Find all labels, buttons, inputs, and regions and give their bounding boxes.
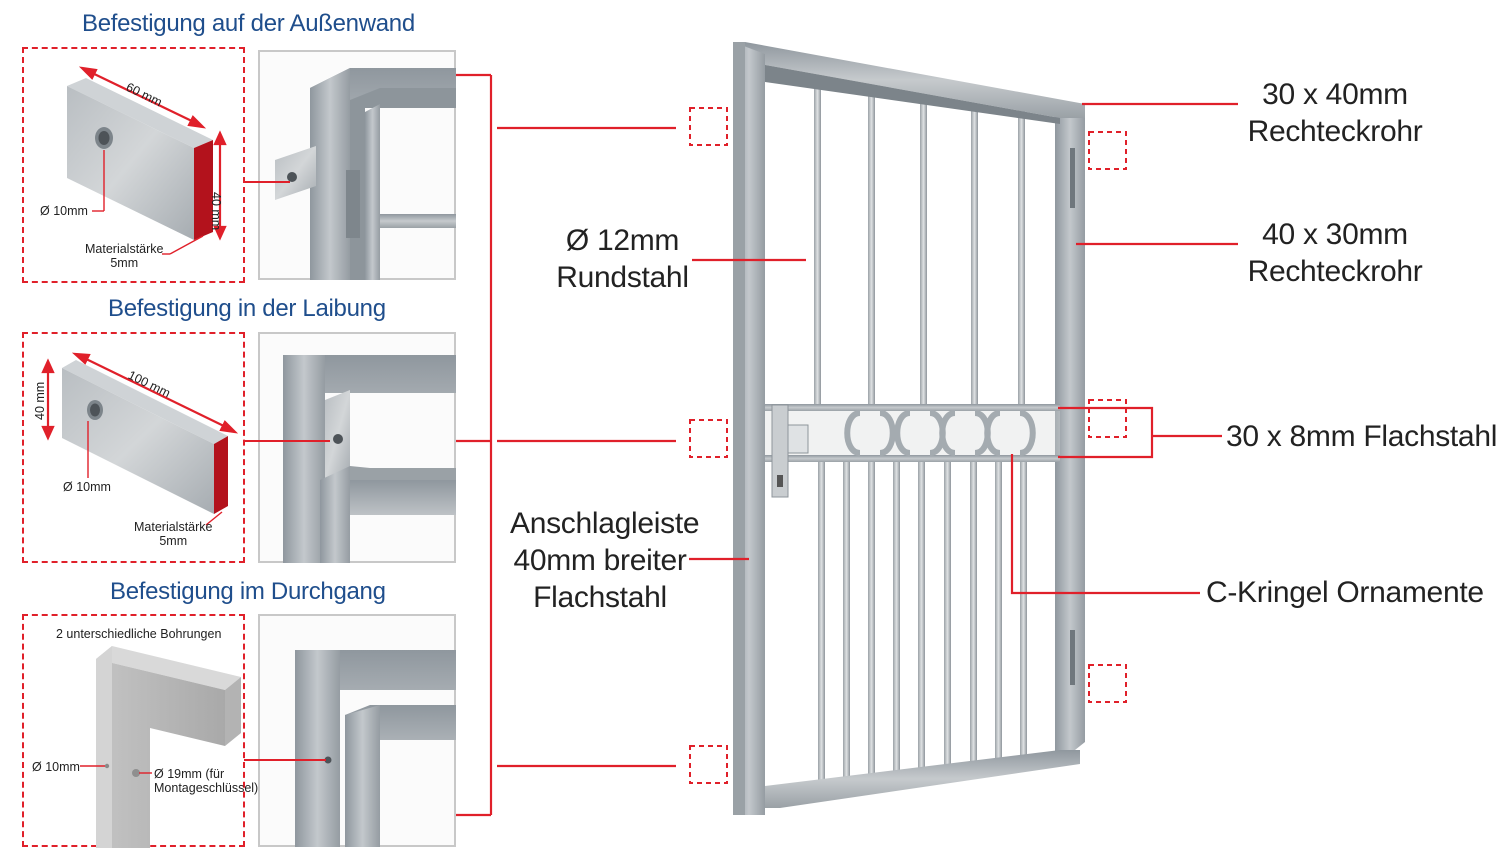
plate1-hole-label: Ø 10mm [40,204,88,218]
detail-box-reveal [22,332,245,563]
gate [733,42,1085,815]
plate1-thickness-line1: Materialstärke [85,242,164,256]
bracket-connector [456,73,676,817]
plate2-thickness-line2: 5mm [159,534,188,548]
callout-stop-strip-line3: Flachstahl [533,581,667,614]
c-ornaments [844,410,1036,456]
plate2-hole-label: Ø 10mm [63,480,111,494]
callout-top-tube: 30 x 40mm Rechteckrohr [1240,76,1430,150]
photo1-frame-corner [275,68,456,280]
dashed-markers [689,107,1127,784]
callout-top-tube-line2: Rechteckrohr [1247,115,1423,148]
plate2-thickness-label: Materialstärke 5mm [134,520,213,548]
photo3-frame-corner [295,650,456,847]
callout-leaders [689,102,1238,595]
callout-stop-strip: Anschlagleiste 40mm breiter Flachstahl [510,505,700,616]
callout-side-tube: 40 x 30mm Rechteckrohr [1240,216,1430,290]
callout-ornaments: C-Kringel Ornamente [1206,576,1484,609]
callout-round-bar-line2: Rundstahl [556,261,689,294]
callout-flat-bar: 30 x 8mm Flachstahl [1226,420,1498,453]
callout-side-tube-line1: 40 x 30mm [1262,218,1408,251]
photo2-frame-corner [283,355,456,563]
dimension-arrows-plate1 [78,66,227,241]
plate1-thickness-label: Materialstärke 5mm [85,242,164,270]
lock [771,404,809,498]
section-title-reveal: Befestigung in der Laibung [108,295,386,322]
passage-hole-large-label: Ø 19mm (für Montageschlüssel) [154,767,258,795]
passage-hole-large-line1: Ø 19mm (für [154,767,225,781]
dimension-arrows-plate2 [41,352,239,441]
leader-lines-plate2 [87,421,223,526]
tube-passage [96,646,241,848]
leader-lines-tube [80,765,152,774]
callout-round-bar-line1: Ø 12mm [565,224,680,257]
passage-hole-large-line2: Montageschlüssel) [154,781,259,795]
plate1-height-label: 40 mm [209,192,223,231]
passage-hole-small-label: Ø 10mm [32,760,80,774]
callout-top-tube-line1: 30 x 40mm [1262,78,1408,111]
callout-round-bar: Ø 12mm Rundstahl [555,222,690,296]
callout-side-tube-line2: Rechteckrohr [1247,255,1423,288]
leader-lines-plates-to-photos [244,181,330,761]
section-title-passage: Befestigung im Durchgang [110,578,386,605]
callout-stop-strip-line1: Anschlagleiste [510,507,700,540]
plate1-thickness-line2: 5mm [110,256,139,270]
passage-note: 2 unterschiedliche Bohrungen [56,627,222,641]
detail-box-exterior-wall [22,47,245,283]
plate-reveal [62,360,228,514]
vertical-bars [814,86,1027,782]
plate-exterior-wall [67,78,213,240]
callout-stop-strip-line2: 40mm breiter [513,544,687,577]
plate2-thickness-line1: Materialstärke [134,520,213,534]
section-title-exterior-wall: Befestigung auf der Außenwand [82,10,415,37]
plate2-height-label: 40 mm [33,381,47,420]
leader-lines-plate1 [92,150,204,255]
